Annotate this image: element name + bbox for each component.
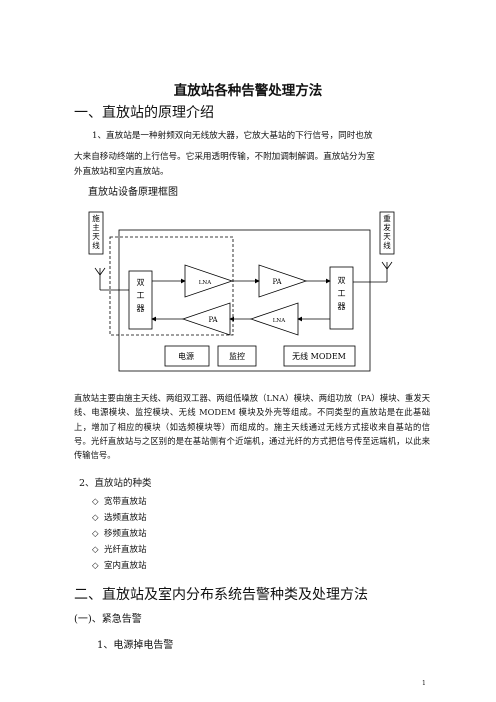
monitor-module-box (217, 345, 257, 367)
power-module-box (164, 345, 210, 367)
section1-heading: 一、直放站的原理介绍 (74, 105, 214, 121)
description-paragraph: 直放站主要由施主天线、两组双工器、两组低噪放（LNA）模块、两组功放（PA）模块… (74, 393, 430, 461)
section2-subheading: (一)、紧急告警 (74, 614, 142, 625)
donor-antenna-char-1: 施 (92, 213, 100, 223)
pa-bottom-triangle (181, 302, 231, 336)
service-antenna-box (379, 211, 395, 255)
type-list-item: ◇ 室内直放站 (92, 561, 147, 571)
type-list-item: ◇ 光纤直放站 (92, 545, 147, 555)
types-heading: 2、直放站的种类 (79, 478, 152, 489)
pa-bottom-label: PA (208, 316, 218, 324)
right-duplexer-char-1: 双 (338, 276, 346, 285)
donor-antenna-char-2: 主 (92, 222, 100, 232)
left-duplexer-char-3: 器 (137, 304, 145, 313)
modem-module-box (283, 345, 356, 367)
pa-top-triangle (258, 264, 308, 298)
service-antenna-char-1: 重 (383, 214, 391, 223)
left-antenna-icon (94, 267, 129, 291)
right-duplexer-char-3: 器 (338, 302, 346, 311)
monitor-module-label: 监控 (229, 351, 245, 361)
type-list-item: ◇ 选频直放站 (92, 513, 147, 523)
left-duplexer-char-1: 双 (137, 278, 145, 287)
service-antenna-char-4: 线 (383, 240, 391, 250)
bullet-icon: ◇ (92, 497, 99, 507)
document-title: 直放站各种告警处理方法 (173, 83, 323, 99)
right-duplexer-char-2: 工 (338, 289, 346, 298)
section2-item-1: 1、电源掉电告警 (97, 640, 174, 651)
service-antenna-char-2: 发 (383, 222, 391, 232)
donor-antenna-char-3: 天 (92, 232, 100, 241)
intro-line-1: 1、直放站是一种射频双向无线放大器，它放大基站的下行信号，同时也放 (92, 131, 373, 141)
page-number: 1 (422, 680, 426, 687)
diagram-caption: 直放站设备原理框图 (88, 187, 178, 198)
type-list-item: ◇ 移频直放站 (92, 529, 147, 539)
lna-top-label: LNA (199, 280, 212, 286)
intro-line-3: 外直放站和室内直放站。 (74, 167, 169, 177)
power-module-label: 电源 (178, 351, 194, 361)
donor-antenna-box (88, 211, 104, 255)
right-antenna-icon (353, 261, 393, 283)
service-antenna-char-3: 天 (383, 232, 391, 241)
bullet-icon: ◇ (92, 513, 99, 523)
donor-antenna-char-4: 线 (92, 240, 100, 250)
section2-heading: 二、直放站及室内分布系统告警种类及处理方法 (74, 587, 368, 603)
bullet-icon: ◇ (92, 545, 99, 555)
lna-bottom-label: LNA (273, 318, 286, 324)
enclosure-box (118, 229, 371, 372)
bullet-icon: ◇ (92, 561, 99, 571)
right-duplexer-box (329, 266, 354, 330)
dashed-region (109, 236, 234, 336)
left-duplexer-char-2: 工 (137, 291, 145, 300)
bullet-icon: ◇ (92, 529, 99, 539)
left-duplexer-box (128, 270, 153, 330)
pa-top-label: PA (272, 278, 282, 286)
intro-line-2: 大来自移动终端的上行信号。它采用透明传输，不附加调制解调。直放站分为室 (74, 152, 375, 162)
type-list-item: ◇ 宽带直放站 (92, 497, 147, 507)
modem-module-label: 无线 MODEM (292, 351, 346, 361)
